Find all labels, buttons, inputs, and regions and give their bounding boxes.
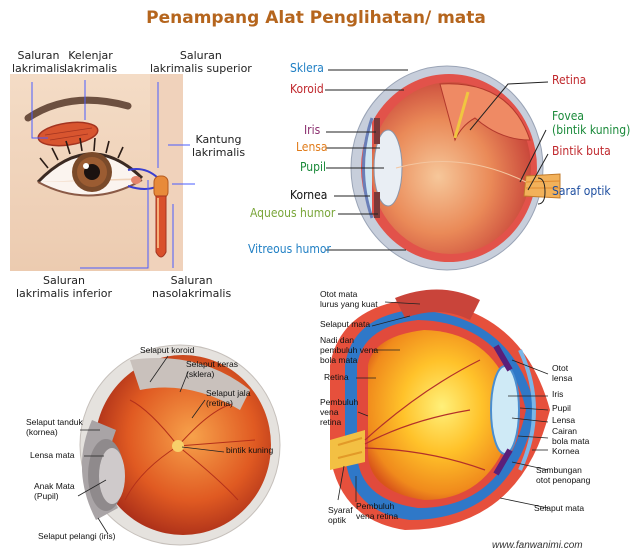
label-selaput-pelangi: Selaput pelangi (iris) [38, 532, 115, 542]
label-selaput-mata-bottom: Selaput mata [534, 504, 584, 514]
label-fovea: Fovea(bintik kuning) [552, 110, 630, 138]
label-lensa-mata: Lensa mata [30, 451, 74, 461]
label-aqueous-humor: Aqueous humor [250, 207, 335, 221]
label-retina: Retina [552, 74, 586, 88]
label-bintik-kuning: bintik kuning [226, 446, 273, 456]
label-selaput-koroid: Selaput koroid [140, 346, 194, 356]
label-kornea-detail: Kornea [552, 447, 579, 457]
label-selaput-mata-top: Selaput mata [320, 320, 370, 330]
label-selaput-jala: Selaput jala(retina) [206, 389, 250, 409]
label-selaput-keras: Selaput keras(sklera) [186, 360, 238, 380]
label-kornea: Kornea [290, 189, 327, 203]
label-pupil: Pupil [300, 161, 326, 175]
label-bintik-buta: Bintik buta [552, 145, 611, 159]
label-pupil-detail: Pupil [552, 404, 571, 414]
lacrimal-illustration [10, 74, 183, 271]
label-retina-detail: Retina [324, 373, 349, 383]
label-lensa-detail: Lensa [552, 416, 575, 426]
label-iris: Iris [304, 124, 320, 138]
label-sklera: Sklera [290, 62, 324, 76]
label-selaput-tanduk: Selaput tanduk(kornea) [26, 418, 83, 438]
label-saraf-optik: Saraf optik [552, 185, 611, 199]
label-iris-detail: Iris [552, 390, 563, 400]
label-anak-mata: Anak Mata(Pupil) [34, 482, 75, 502]
label-vitreous-humor: Vitreous humor [248, 243, 331, 257]
watermark: www.fanwanimi.com [492, 540, 583, 551]
label-koroid: Koroid [290, 83, 324, 97]
label-lensa: Lensa [296, 141, 328, 155]
